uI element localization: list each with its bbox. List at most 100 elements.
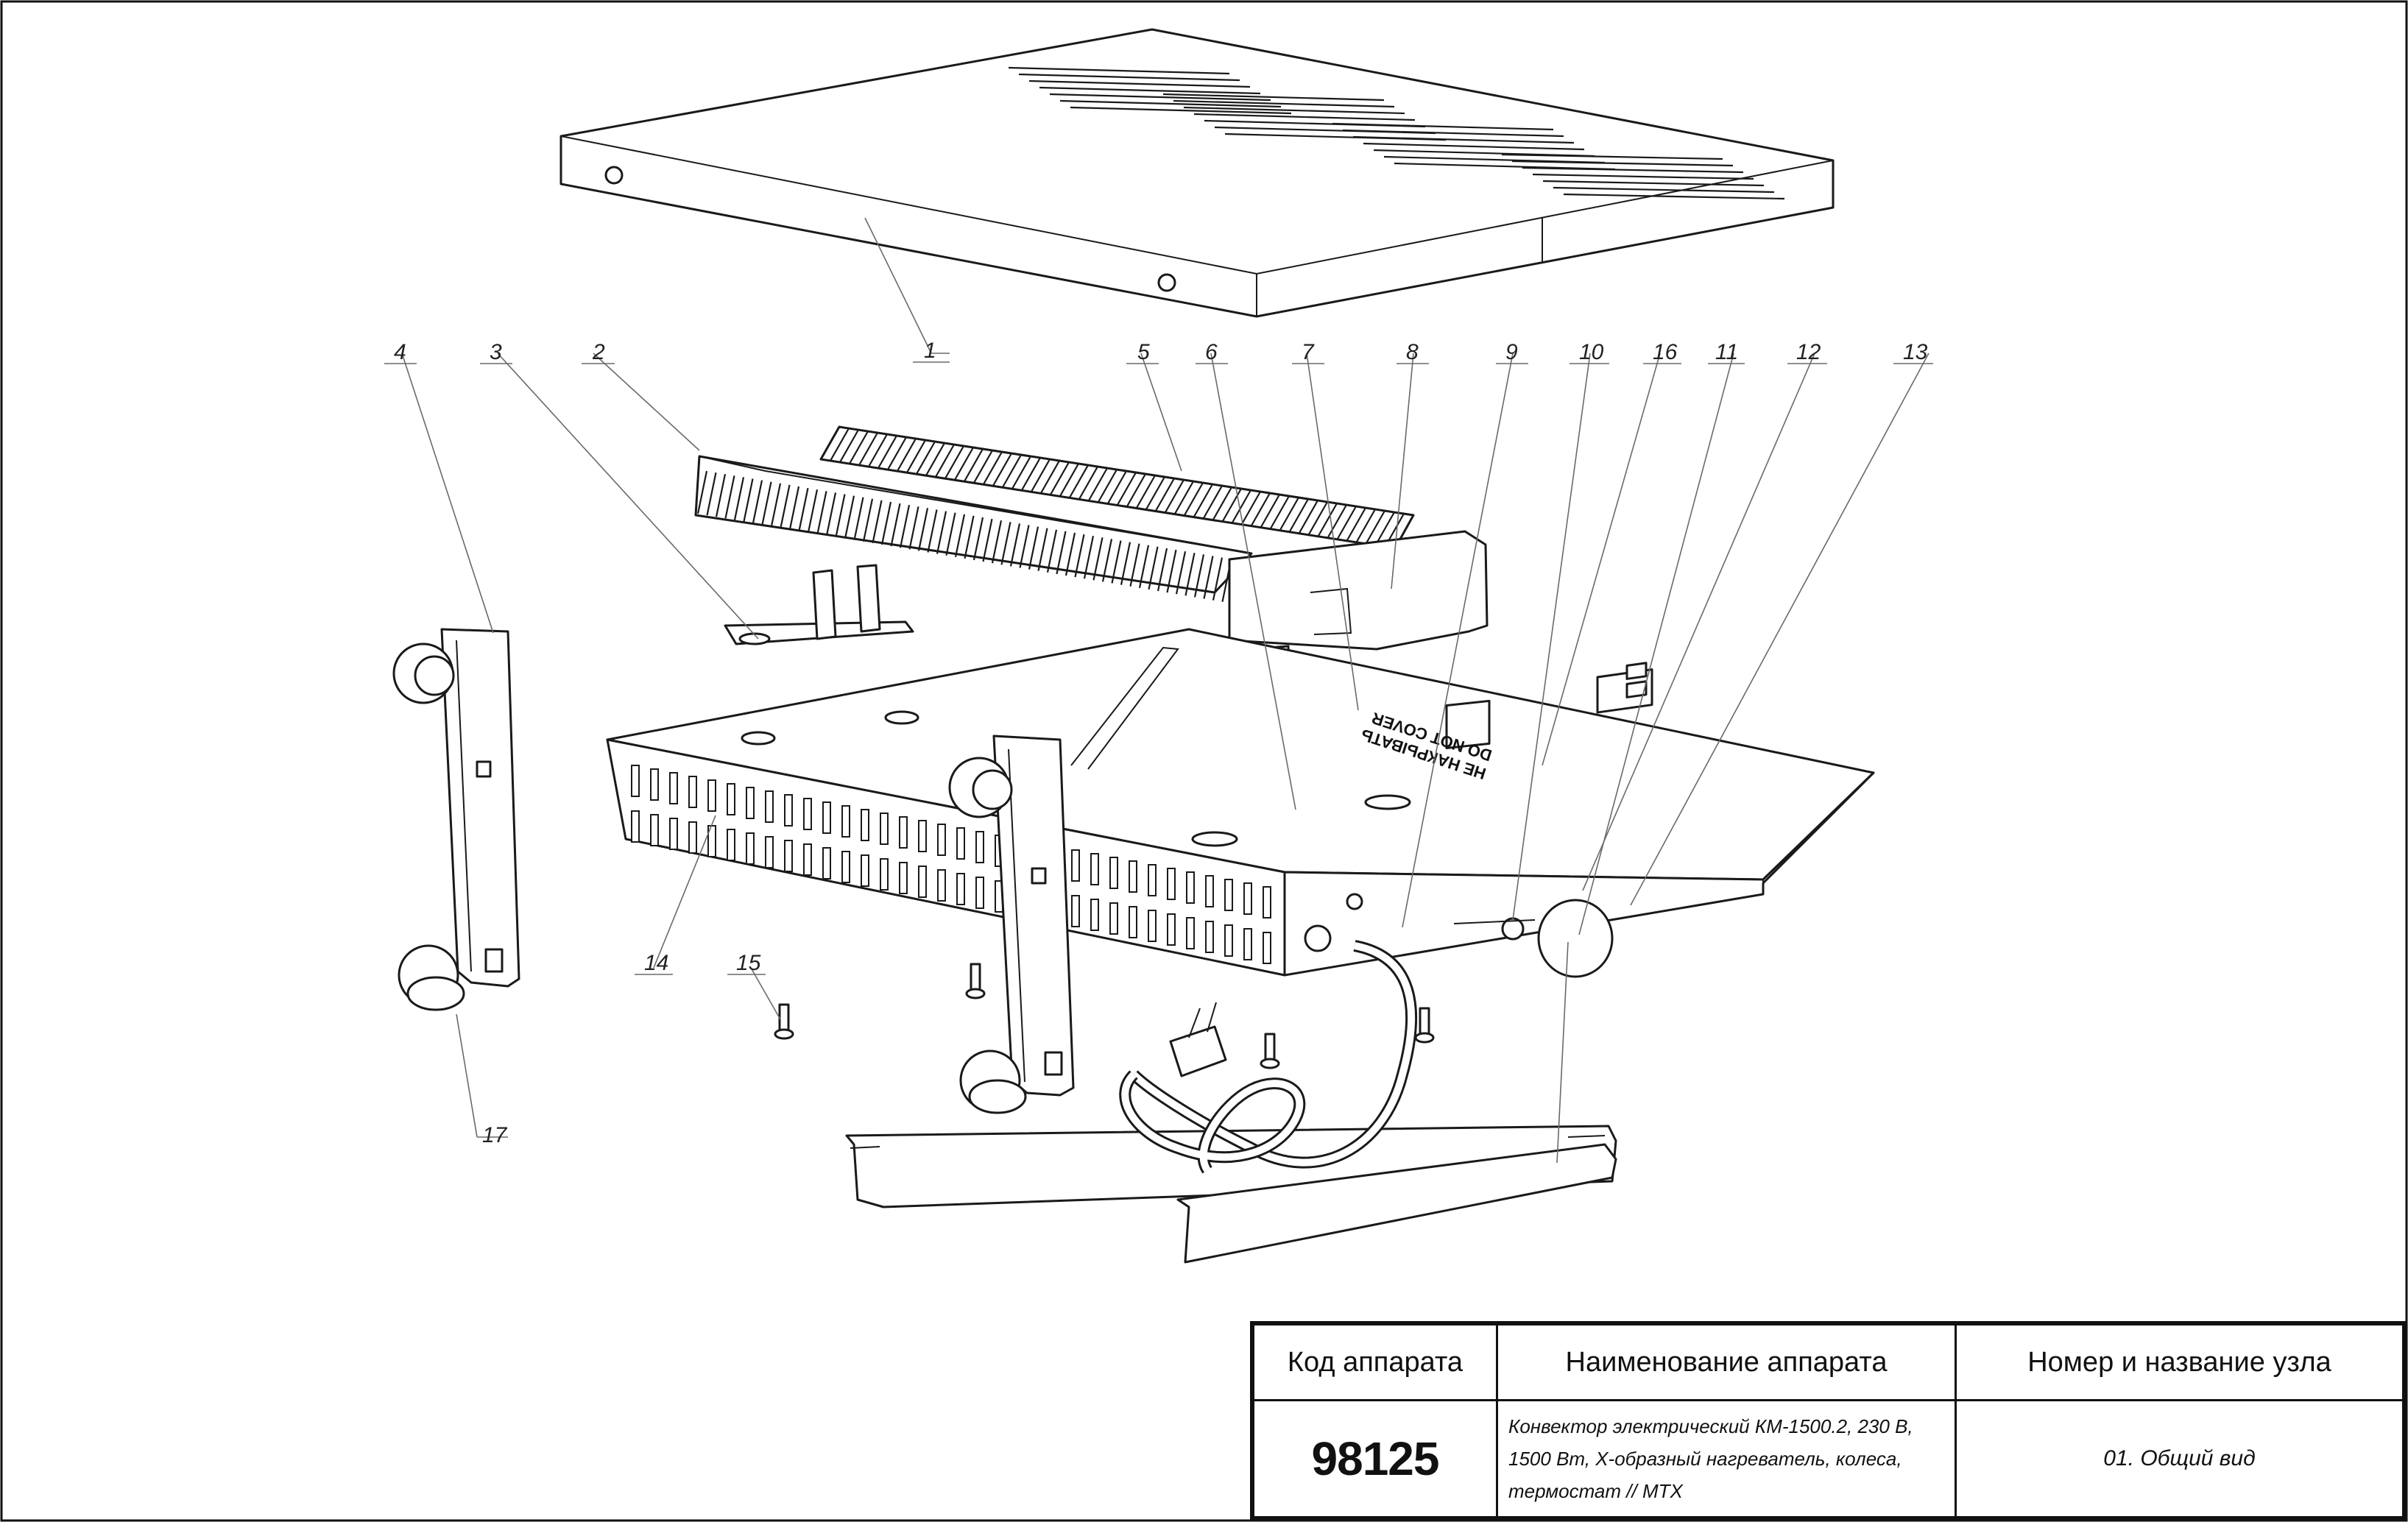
heater-fin (715, 473, 727, 517)
title-block: Код аппарата Наименование аппарата Номер… (1250, 1321, 2407, 1521)
body-vent-slot (822, 801, 831, 834)
body-vent-slot (1167, 913, 1176, 946)
side-plate (1228, 530, 1489, 651)
body-vent-slot (669, 818, 678, 850)
heater-fin (1337, 506, 1357, 539)
heater-fin (1021, 457, 1041, 491)
callout-2: 2 (592, 340, 605, 364)
body-vent-slot (956, 873, 965, 905)
foot-left (392, 628, 520, 1011)
body-vent-slot (880, 813, 889, 845)
leader-lines (401, 217, 1929, 1164)
screws (774, 963, 1435, 1069)
callout-11: 11 (1715, 340, 1738, 364)
heater-fin (1193, 554, 1205, 598)
heater-fin (1138, 545, 1150, 589)
body-vent-slot (746, 787, 755, 819)
cover-vent-slot (1352, 135, 1575, 144)
body-vent-slot (1186, 871, 1195, 904)
heater-fin (1375, 512, 1395, 545)
heater-fin (1270, 495, 1290, 529)
cover-vent-slot (1542, 180, 1765, 187)
body-vent-slot (688, 821, 697, 854)
heater-fin (1145, 476, 1165, 510)
heater-fin (752, 480, 763, 523)
body-vent-slot (803, 798, 812, 830)
cover-vent-slot (1049, 93, 1271, 102)
cover-vent-slot (1332, 122, 1554, 131)
cover-vent-slot (1501, 153, 1723, 160)
heater-fin (887, 436, 907, 470)
heater-fin (983, 451, 1003, 485)
cover-vent-slot (1039, 86, 1261, 95)
body-vent-slot (975, 831, 984, 863)
heater-fin (878, 435, 897, 469)
heater-fin (853, 497, 864, 540)
heater-fin (908, 506, 919, 550)
heater-fin (927, 509, 938, 553)
heater-fin (839, 429, 859, 463)
callout-13: 13 (1903, 340, 1928, 364)
heater-fin (1009, 523, 1021, 567)
heater-fin (724, 475, 735, 519)
cover-vent-slot (1173, 99, 1395, 108)
body-vent-slot (1224, 879, 1233, 911)
heater-fin (1175, 551, 1187, 595)
heater-fin (1241, 491, 1261, 525)
heater-fin (1356, 509, 1376, 542)
heater-fin (1059, 463, 1079, 497)
body-vent-slot (918, 820, 927, 852)
callout-4: 4 (394, 340, 406, 364)
top-cover (559, 28, 1835, 318)
body-vent-slot (1243, 928, 1252, 960)
body-vent-slot (746, 832, 755, 865)
body-vent-slot (1071, 849, 1080, 882)
cover-vent-slot (1059, 99, 1282, 108)
heater-fin (1184, 482, 1204, 516)
body-vent-slot (650, 768, 659, 801)
heater-fin (1050, 461, 1070, 495)
cover-vent-slot (1342, 129, 1564, 138)
device-name: Конвектор электрический КМ-1500.2, 230 В… (1496, 1399, 1957, 1518)
heater-fin (1232, 489, 1251, 523)
cover-vent-slot (1511, 160, 1734, 167)
callout-9: 9 (1505, 340, 1518, 364)
body-vent-slot (1205, 921, 1214, 953)
heater-fin (788, 486, 800, 530)
body-vent-slot (1109, 857, 1118, 889)
heater-fin (936, 511, 947, 554)
node-name: 01. Общий вид (1955, 1399, 2404, 1518)
heater-fin (1251, 492, 1271, 526)
cover-vent-slot (1553, 186, 1775, 194)
heater-fin (916, 441, 936, 475)
heater-fin (1069, 464, 1089, 498)
heater-fin (973, 450, 993, 484)
heater-fin (1117, 472, 1137, 506)
body-vent-slot (861, 854, 869, 887)
heater-fin (1346, 507, 1366, 541)
heater-fin (770, 483, 782, 527)
heater-fin (1155, 478, 1175, 512)
heater-fin (1136, 475, 1156, 509)
heater-fin (1289, 498, 1309, 532)
heater-fin (1299, 500, 1318, 534)
heater-fin (798, 487, 809, 531)
callout-8: 8 (1406, 340, 1419, 364)
heater-fin (1019, 525, 1030, 568)
cover-vent-slot (1028, 79, 1251, 88)
body-vent-slot (1243, 882, 1252, 915)
heater-fin (1174, 481, 1194, 514)
body-vent-slot (1167, 868, 1176, 900)
heater-fin (982, 518, 993, 562)
heater-fin (880, 501, 892, 545)
heater-fin (844, 495, 855, 539)
heater-fin (954, 447, 974, 481)
body-vent-slot (669, 772, 678, 804)
callout-1: 1 (924, 339, 936, 363)
body-vent-slot (899, 816, 908, 849)
body-vent-slot (956, 827, 965, 860)
body-vent-slot (841, 851, 850, 883)
heater-fin (706, 472, 717, 516)
heater-fin (1028, 526, 1039, 570)
